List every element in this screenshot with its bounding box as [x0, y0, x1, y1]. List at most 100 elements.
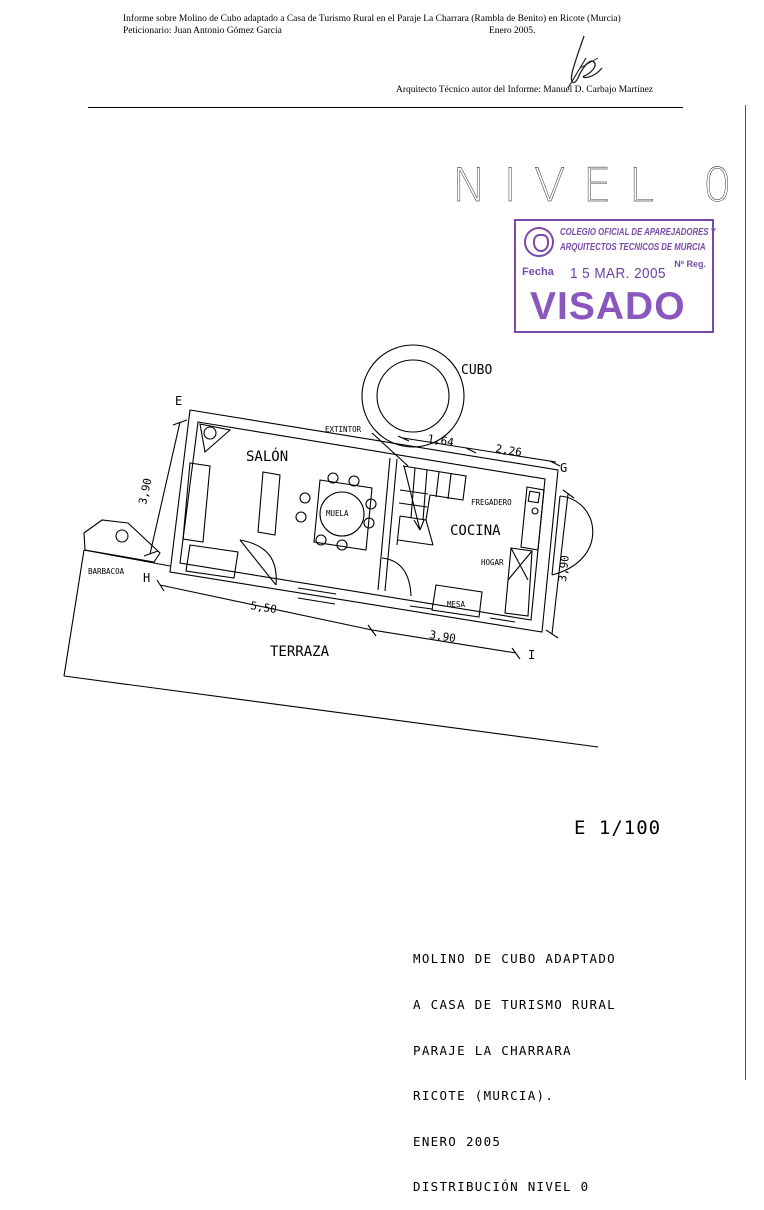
salon-door — [239, 539, 277, 586]
title-block-line: ENERO 2005 — [413, 1133, 502, 1149]
chair-6 — [363, 517, 375, 529]
sink-icon — [527, 490, 541, 504]
window-2 — [297, 597, 336, 605]
dim-3-90-right: 3,90 — [556, 555, 572, 583]
point-h: H — [143, 571, 150, 585]
label-extintor: EXTINTOR — [325, 425, 362, 434]
drawing-scale: E 1/100 — [574, 817, 662, 839]
dim-bottom-tick-2 — [367, 624, 377, 637]
corner-column-circle — [203, 426, 217, 440]
title-block-line: A CASA DE TURISMO RURAL — [413, 997, 616, 1012]
point-i: I — [528, 648, 535, 662]
building-inner-wall — [179, 421, 546, 621]
stamp-date: 1 5 MAR. 2005 — [570, 265, 666, 282]
dim-bottom-line-2 — [371, 629, 517, 654]
muela-circle — [319, 491, 365, 537]
hogar — [504, 547, 533, 617]
label-terraza: TERRAZA — [270, 644, 330, 660]
chair-5 — [365, 498, 377, 510]
floor-plan: CUBO SALÓN COCINA TERRAZA MUELA MESA HOG… — [63, 344, 599, 748]
point-g: G — [560, 461, 567, 475]
barbacoa-circle — [115, 529, 129, 543]
label-mesa: MESA — [447, 600, 466, 609]
terraza-top-edge — [83, 549, 171, 567]
dim-left-tick-2 — [143, 550, 159, 557]
dim-bottom-tick-1 — [156, 579, 165, 592]
hogar-cross-1 — [510, 547, 529, 581]
cubo-outer-circle — [361, 344, 465, 448]
chair-3 — [315, 534, 327, 546]
terraza-left-edge — [63, 549, 85, 677]
staircase — [396, 465, 467, 546]
stamp-reg-label: Nº Reg. — [674, 259, 706, 269]
dim-3-90-left: 3,90 — [136, 477, 154, 506]
title-block-line: RICOTE (MURCIA). — [413, 1088, 555, 1104]
dim-right-tick-1 — [562, 489, 575, 499]
dim-top-tick-2 — [465, 447, 477, 454]
dim-5-50: 5,50 — [250, 599, 278, 616]
kitchen-door — [381, 557, 412, 597]
sofa-left — [182, 462, 211, 543]
barbacoa-structure — [83, 519, 161, 563]
report-date: Enero 2005. — [489, 26, 536, 36]
title-block-line: DISTRIBUCIÓN NIVEL 0 — [413, 1179, 590, 1195]
partition-wall-b — [384, 458, 398, 592]
terraza-bottom-edge — [63, 675, 599, 748]
dim-right-tick-2 — [545, 629, 559, 639]
signature — [567, 35, 603, 89]
point-e: E — [175, 394, 182, 408]
report-title: Informe sobre Molino de Cubo adaptado a … — [123, 14, 621, 24]
partition-wall-a — [377, 457, 391, 591]
chair-1 — [299, 492, 311, 504]
dining-table — [313, 479, 373, 551]
dim-top-line — [402, 437, 557, 463]
chair-2 — [295, 511, 307, 523]
chair-4 — [336, 539, 348, 551]
chair-8 — [348, 475, 360, 487]
dim-top-tick-3 — [549, 460, 561, 467]
label-salon: SALÓN — [246, 447, 288, 465]
dim-1-64: 1,64 — [427, 432, 456, 449]
sofa-bottom — [185, 544, 239, 579]
window-3 — [409, 605, 433, 610]
tap-icon — [531, 507, 539, 515]
window-1 — [297, 587, 337, 595]
extintor-leader — [371, 432, 409, 467]
right-bay-line — [551, 495, 561, 576]
stamp-org-line2: ARQUITECTOS TECNICOS DE MURCIA — [560, 242, 706, 253]
chair-7 — [327, 472, 339, 484]
corner-column — [199, 423, 232, 454]
building-outer-wall — [169, 409, 559, 633]
label-cubo: CUBO — [461, 363, 492, 378]
header-rule — [88, 107, 683, 108]
title-block-line: MOLINO DE CUBO ADAPTADO — [413, 951, 616, 967]
report-author: Arquitecto Técnico autor del Informe: Ma… — [396, 85, 654, 95]
dim-right-line — [551, 493, 569, 635]
title-block-line: PARAJE LA CHARRARA — [413, 1042, 572, 1058]
label-muela: MUELA — [326, 509, 349, 518]
dim-3-90-bottom: 3,90 — [429, 628, 457, 645]
dim-left-tick-1 — [172, 419, 188, 426]
dim-bottom-tick-3 — [511, 647, 521, 660]
salon-door-leaf — [239, 539, 277, 586]
sheet-title: NIVEL 0 — [452, 158, 750, 212]
right-bay — [551, 495, 594, 576]
stamp-fecha-label: Fecha — [522, 266, 554, 278]
window-4 — [489, 617, 516, 623]
kitchen-table — [431, 584, 483, 618]
page-edge — [745, 105, 746, 1080]
sofa-center — [257, 471, 281, 536]
dim-bottom-line — [159, 584, 373, 631]
college-seal-icon — [524, 227, 554, 257]
stamp-org-line1: COLEGIO OFICIAL DE APAREJADORES Y — [560, 227, 716, 238]
sink-counter — [520, 486, 545, 551]
cubo-inner-circle — [376, 359, 450, 433]
stamp-status: VISADO — [530, 285, 686, 328]
petitioner: Peticionario: Juan Antonio Gómez García — [123, 26, 282, 36]
dim-2-26: 2,26 — [495, 442, 523, 459]
dim-left-line — [149, 421, 181, 555]
hogar-cross-2 — [507, 550, 533, 581]
label-cocina: COCINA — [450, 523, 501, 539]
label-fregadero: FREGADERO — [471, 498, 512, 507]
visado-stamp: COLEGIO OFICIAL DE APAREJADORES Y ARQUIT… — [514, 219, 716, 333]
